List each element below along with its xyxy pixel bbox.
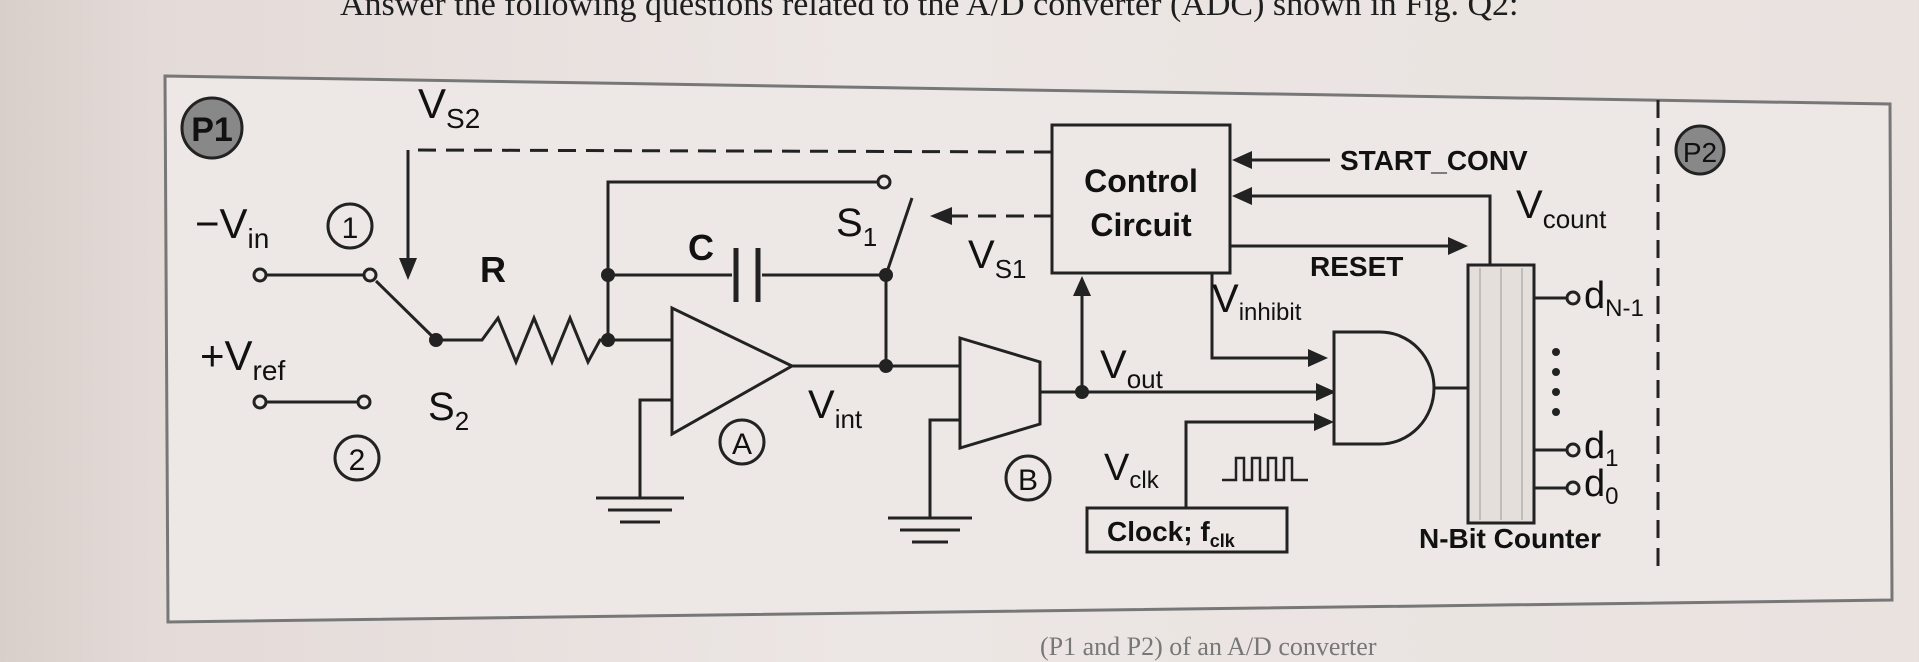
vs1-label: VS1 (968, 233, 1027, 284)
node-1-marker: 1 (326, 202, 374, 250)
vout-and-arrowhead (1316, 383, 1336, 401)
vinhibit-arrowhead (1308, 349, 1328, 367)
reset-arrowhead (1448, 237, 1468, 255)
switch-s2-label: S2 (428, 385, 469, 436)
resistor (436, 314, 608, 366)
comparator-ground-wire (928, 418, 960, 518)
svg-text:Clock; fclk: Clock; fclk (1107, 516, 1236, 551)
svg-text:P1: P1 (191, 111, 233, 149)
svg-text:Circuit: Circuit (1090, 207, 1192, 243)
switch-s1-contact (876, 174, 892, 190)
integrator-opamp (670, 305, 796, 437)
clock-block: Clock; fclk (1085, 506, 1289, 554)
output-d1 (1534, 442, 1581, 458)
switch-s1 (884, 197, 914, 276)
output-d0 (1534, 480, 1581, 496)
node-2-marker: 2 (333, 434, 381, 482)
opamp-ground-wire (638, 398, 672, 498)
capacitor-label: C (688, 227, 714, 268)
start-conv-label: START_CONV (1340, 145, 1528, 176)
vout-label: Vout (1100, 343, 1164, 394)
output-d0-label: d0 (1584, 463, 1619, 510)
vref-label: +Vref (200, 332, 285, 386)
svg-text:Control: Control (1084, 163, 1198, 199)
comparator (958, 335, 1042, 451)
vout-arrowhead (1073, 276, 1091, 296)
vcount-wire (1248, 194, 1492, 265)
vclk-wire (1184, 420, 1316, 508)
resistor-label: R (480, 249, 506, 290)
input-terminal-vref (252, 394, 372, 410)
vclk-label: Vclk (1104, 447, 1160, 494)
vcount-label: Vcount (1516, 183, 1607, 234)
vs2-arrowhead (399, 258, 417, 280)
vin-label: −Vin (195, 200, 269, 254)
svg-text:2: 2 (349, 444, 366, 477)
ground-symbol-b (888, 516, 972, 544)
input-terminal-vin (252, 267, 378, 283)
output-dn1-label: dN-1 (1584, 275, 1644, 322)
svg-text:1: 1 (342, 212, 359, 245)
p2-badge: P2 (1674, 124, 1726, 176)
vs2-control-line (407, 148, 1053, 154)
output-ellipsis (1552, 348, 1560, 416)
p1-badge: P1 (180, 96, 244, 160)
and-gate (1332, 330, 1436, 446)
question-heading: Answer the following questions related t… (340, 0, 1519, 23)
vs1-arrowhead (930, 207, 952, 225)
svg-text:P2: P2 (1683, 137, 1717, 168)
svg-text:A: A (732, 428, 752, 461)
block-b-marker: B (1004, 454, 1052, 502)
junction-vint (879, 359, 893, 373)
feedback-top-wire (606, 180, 878, 340)
vinhibit-wire (1210, 273, 1310, 360)
vint-label: Vint (808, 383, 863, 434)
clock-pulse-icon (1222, 456, 1308, 482)
switch-s1-label: S1 (836, 201, 877, 252)
vs2-label: VS2 (418, 80, 480, 134)
output-dn1 (1534, 290, 1581, 306)
svg-text:B: B (1018, 464, 1038, 497)
figure-frame (163, 74, 1894, 624)
ground-symbol-a (596, 496, 684, 524)
start-conv-arrowhead (1232, 151, 1252, 169)
reset-label: RESET (1310, 251, 1403, 282)
counter-label: N-Bit Counter (1419, 523, 1601, 554)
block-a-marker: A (718, 418, 766, 466)
vinhibit-label: Vinhibit (1212, 277, 1302, 326)
output-d1-label: d1 (1584, 425, 1619, 472)
counter-block (1466, 263, 1536, 525)
vcount-arrowhead (1232, 187, 1252, 205)
vclk-arrowhead (1314, 413, 1334, 431)
control-circuit-block: Control Circuit (1050, 123, 1232, 275)
